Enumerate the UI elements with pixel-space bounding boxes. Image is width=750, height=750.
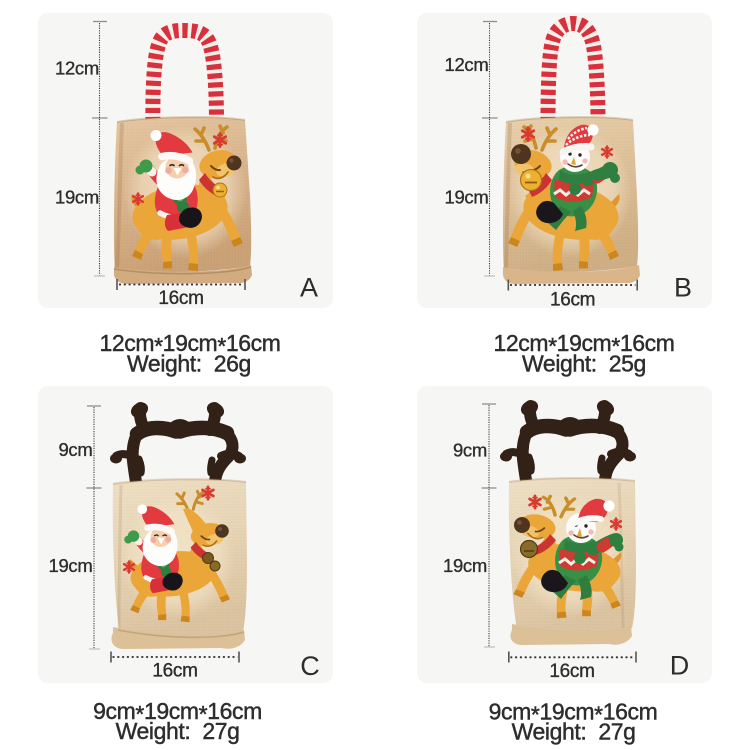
svg-text:C: C xyxy=(300,651,320,681)
svg-text:Weight: 25g: Weight: 25g xyxy=(522,351,646,377)
svg-text:9cm: 9cm xyxy=(58,439,92,460)
svg-text:12cm: 12cm xyxy=(55,58,99,79)
svg-text:19cm: 19cm xyxy=(443,555,487,576)
svg-text:9cm: 9cm xyxy=(453,440,487,461)
svg-text:19cm: 19cm xyxy=(444,187,488,208)
svg-text:12cm*19cm*16cm: 12cm*19cm*16cm xyxy=(99,330,280,359)
svg-text:16cm: 16cm xyxy=(550,290,595,311)
svg-text:12cm*19cm*16cm: 12cm*19cm*16cm xyxy=(493,330,674,359)
svg-text:B: B xyxy=(674,273,692,303)
svg-text:16cm: 16cm xyxy=(158,288,203,309)
svg-text:16cm: 16cm xyxy=(549,661,594,682)
svg-text:16cm: 16cm xyxy=(152,661,197,682)
svg-text:D: D xyxy=(670,651,690,681)
svg-text:9cm*19cm*16cm: 9cm*19cm*16cm xyxy=(489,699,658,728)
svg-text:Weight: 27g: Weight: 27g xyxy=(116,718,240,744)
svg-text:19cm: 19cm xyxy=(55,187,99,208)
svg-text:12cm: 12cm xyxy=(444,54,488,75)
svg-text:A: A xyxy=(300,273,318,303)
svg-text:Weight: 27g: Weight: 27g xyxy=(512,719,636,745)
svg-text:Weight: 26g: Weight: 26g xyxy=(127,351,251,377)
svg-text:19cm: 19cm xyxy=(48,555,92,576)
svg-text:9cm*19cm*16cm: 9cm*19cm*16cm xyxy=(93,698,262,727)
